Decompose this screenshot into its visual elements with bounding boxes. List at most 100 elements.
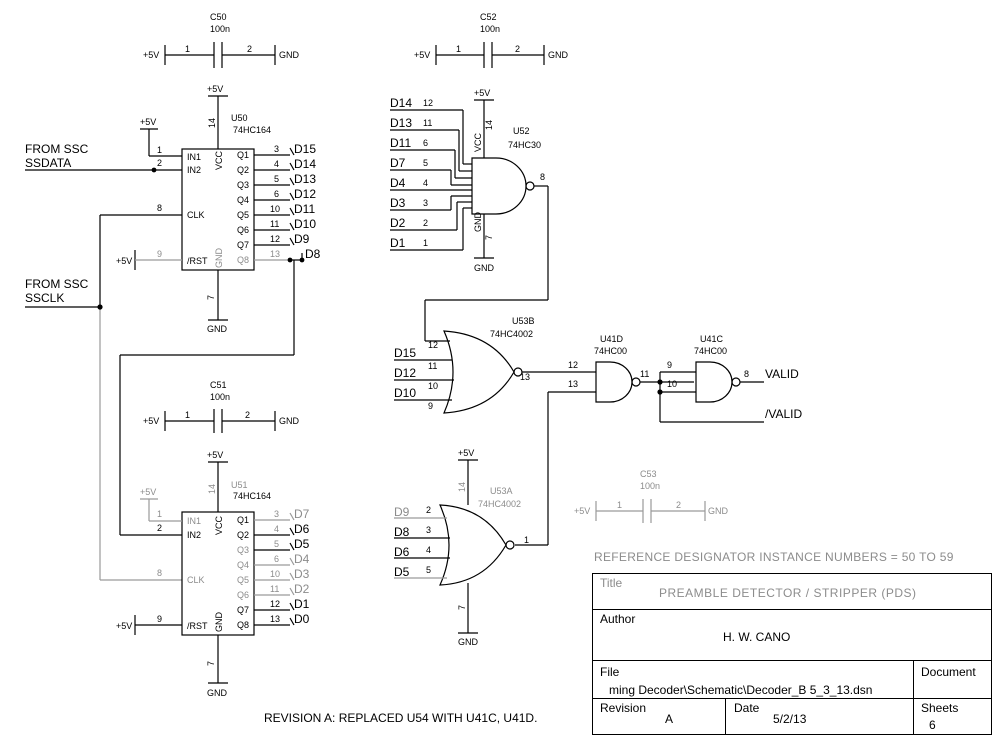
author-cell: Author H. W. CANO xyxy=(592,609,992,661)
capacitor-c53: C53 100n +5V 1 2 GND xyxy=(574,469,729,523)
u50-gnd-net: GND xyxy=(207,324,228,334)
gate-u41c: U41C 74HC00 9 10 8 VALID /VALID xyxy=(657,334,802,423)
u50-vcc-label: VCC xyxy=(214,150,224,170)
svg-text:Q1: Q1 xyxy=(237,515,249,525)
net-d3-in: D3 xyxy=(390,196,406,210)
svg-text:13: 13 xyxy=(568,379,578,389)
svg-text:FROM SSC: FROM SSC xyxy=(25,277,89,291)
title-label: Title xyxy=(600,576,623,590)
c52-pin2: 2 xyxy=(515,44,520,54)
c52-left-net: +5V xyxy=(414,50,430,60)
u51-clk-label: CLK xyxy=(187,575,205,585)
net-d1: D1 xyxy=(294,597,310,611)
u53a-vcc-net: +5V xyxy=(458,448,474,458)
c51-pin2: 2 xyxy=(245,410,250,420)
gate-u52: U52 74HC30 +5V 14 VCC GND 7 GND 8 D14 D1… xyxy=(390,88,548,273)
svg-text:FROM SSC: FROM SSC xyxy=(25,142,89,156)
u41c-out-pin: 8 xyxy=(744,369,749,379)
svg-text:2: 2 xyxy=(426,505,431,515)
u51-in1-pin: 1 xyxy=(157,509,162,519)
svg-text:12: 12 xyxy=(423,98,433,108)
c50-value: 100n xyxy=(210,24,230,34)
u41c-ref: U41C xyxy=(700,334,724,344)
sheets-label: Sheets xyxy=(921,701,959,715)
svg-text:10: 10 xyxy=(270,569,280,579)
u52-vcc-net: +5V xyxy=(474,88,490,98)
c53-value: 100n xyxy=(640,481,660,491)
svg-text:12: 12 xyxy=(270,599,280,609)
svg-text:6: 6 xyxy=(423,138,428,148)
svg-text:2: 2 xyxy=(423,218,428,228)
capacitor-c50: C50 100n +5V 1 2 GND xyxy=(143,12,300,68)
date-label: Date xyxy=(734,701,760,715)
c53-ref: C53 xyxy=(640,469,657,479)
u41d-ref: U41D xyxy=(600,334,624,344)
c50-ref: C50 xyxy=(210,12,227,22)
c52-ref: C52 xyxy=(480,12,497,22)
svg-text:10: 10 xyxy=(667,379,677,389)
svg-text:3: 3 xyxy=(274,509,279,519)
svg-text:Q5: Q5 xyxy=(237,210,249,220)
revision-label: Revision xyxy=(600,701,647,715)
title-cell: Title PREAMBLE DETECTOR / STRIPPER (PDS) xyxy=(592,573,992,610)
svg-text:Q5: Q5 xyxy=(237,575,249,585)
net-d2: D2 xyxy=(294,582,310,596)
u50-rst-label: /RST xyxy=(187,256,208,266)
u50-outputs: Q1 Q2 Q3 Q4 Q5 Q6 Q7 Q8 3 4 5 6 10 11 12… xyxy=(237,142,321,265)
u52-gnd-net: GND xyxy=(474,263,495,273)
file-cell: File ming Decoder\Schematic\Decoder_B 5_… xyxy=(592,660,914,699)
u53a-vcc-pin: 14 xyxy=(457,482,467,492)
svg-text:11: 11 xyxy=(423,118,432,128)
u53a-out-pin: 1 xyxy=(524,535,529,545)
c50-right-net: GND xyxy=(279,50,300,60)
file-value: ming Decoder\Schematic\Decoder_B 5_3_13.… xyxy=(609,683,873,697)
svg-text:4: 4 xyxy=(423,178,428,188)
net-d13-in: D13 xyxy=(390,116,412,130)
c53-right-net: GND xyxy=(708,506,729,516)
c51-value: 100n xyxy=(210,392,230,402)
u51-rst-pin: 9 xyxy=(157,614,162,624)
svg-text:SSDATA: SSDATA xyxy=(25,156,71,170)
svg-text:4: 4 xyxy=(274,524,279,534)
svg-text:Q4: Q4 xyxy=(237,560,249,570)
u53a-gnd-pin: 7 xyxy=(457,605,467,610)
u50-ref: U50 xyxy=(231,113,248,123)
net-d6: D6 xyxy=(294,522,310,536)
svg-text:Q2: Q2 xyxy=(237,530,249,540)
u52-part: 74HC30 xyxy=(508,140,541,150)
c50-pin2: 2 xyxy=(247,44,252,54)
u51-vcc-label: VCC xyxy=(214,515,224,535)
u51-in1-label: IN1 xyxy=(187,516,201,526)
net-d9: D9 xyxy=(294,232,310,246)
svg-text:4: 4 xyxy=(274,159,279,169)
u51-outputs: Q1 Q2 Q3 Q4 Q5 Q6 Q7 Q8 3 4 5 6 10 11 12… xyxy=(237,507,310,630)
u50-clk-label: CLK xyxy=(187,210,205,220)
svg-text:Q6: Q6 xyxy=(237,225,249,235)
net-d1-in: D1 xyxy=(390,236,406,250)
u50-in1-label: IN1 xyxy=(187,152,201,162)
ssc-clk-label: FROM SSC SSCLK xyxy=(25,277,89,305)
net-d12-in: D12 xyxy=(394,366,416,380)
svg-text:5: 5 xyxy=(423,158,428,168)
ic-u50: U50 74HC164 +5V 14 VCC GND 7 GND IN1 IN2… xyxy=(25,84,321,334)
ic-u51: U51 74HC164 +5V 14 VCC GND 7 GND IN1 IN2… xyxy=(116,450,310,698)
svg-text:5: 5 xyxy=(426,565,431,575)
c50-left-net: +5V xyxy=(143,50,159,60)
u51-gnd-pin: 7 xyxy=(206,661,216,666)
valid-output: VALID xyxy=(765,367,799,381)
svg-text:Q8: Q8 xyxy=(237,620,249,630)
u51-in2-label: IN2 xyxy=(187,530,201,540)
svg-text:Q7: Q7 xyxy=(237,605,249,615)
u51-gnd-label: GND xyxy=(214,612,224,633)
capacitor-c52: C52 100n +5V 1 2 GND xyxy=(414,12,569,68)
u51-part: 74HC164 xyxy=(233,491,271,501)
title-value: PREAMBLE DETECTOR / STRIPPER (PDS) xyxy=(659,586,917,600)
net-d4: D4 xyxy=(294,552,310,566)
svg-text:Q3: Q3 xyxy=(237,180,249,190)
net-d8: D8 xyxy=(305,247,321,261)
c53-left-net: +5V xyxy=(574,506,590,516)
net-d14: D14 xyxy=(294,157,316,171)
u50-in2-pin: 2 xyxy=(157,158,162,168)
u51-rst-label: /RST xyxy=(187,621,208,631)
